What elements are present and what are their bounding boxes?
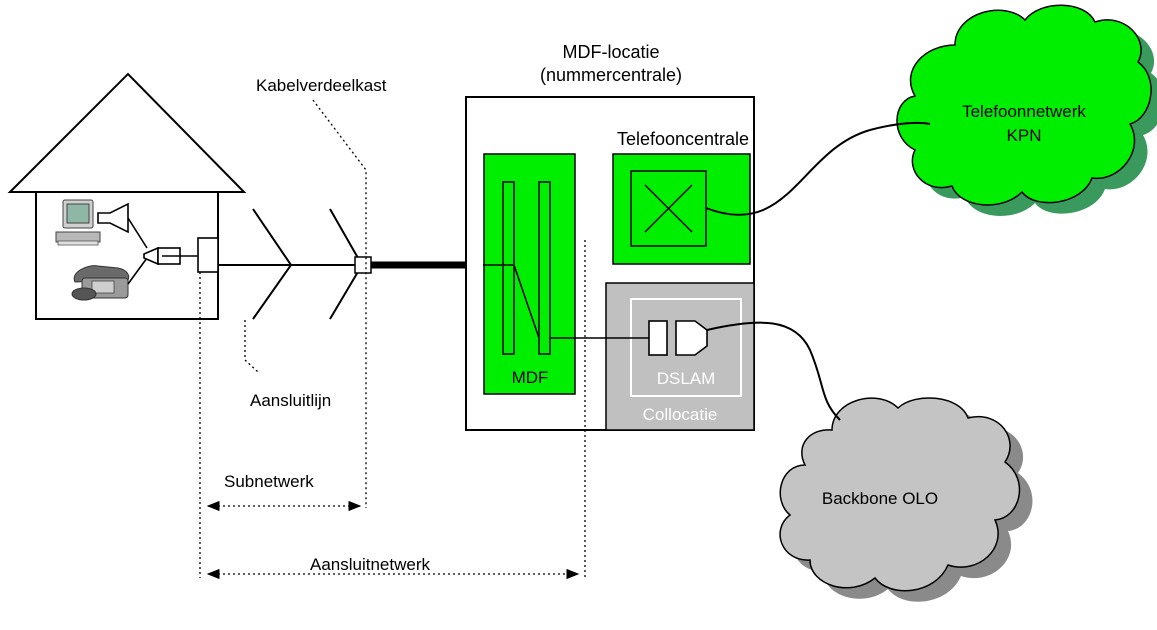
telefoonnetwerk-label: Telefoonnetwerk <box>962 102 1086 121</box>
kabelverdeelkast-label: Kabelverdeelkast <box>256 76 387 95</box>
telefooncentrale-label: Telefooncentrale <box>617 129 749 149</box>
aansluitnetwerk-label: Aansluitnetwerk <box>310 555 431 574</box>
dslam-label: DSLAM <box>657 369 716 388</box>
backbone-link <box>706 321 841 421</box>
mdf-bar-right <box>538 181 551 355</box>
computer-icon <box>55 199 101 246</box>
dslam-box <box>630 298 742 397</box>
collocatie-label: Collocatie <box>643 405 718 424</box>
mdf-box <box>483 153 576 395</box>
mdf-jumper <box>483 264 540 339</box>
switch-x-icon <box>630 170 707 247</box>
backbone-cloud <box>779 397 1033 602</box>
aansluitlijn-leader <box>244 320 259 373</box>
speaker-icon <box>97 202 148 249</box>
mdf-label: MDF <box>512 368 549 387</box>
subnetwerk-label: Subnetwerk <box>224 472 314 491</box>
splitter-icon <box>143 237 219 273</box>
nummercentrale-label: (nummercentrale) <box>540 65 682 85</box>
backbone-label: Backbone OLO <box>822 489 938 508</box>
kabelverdeelkast-box <box>354 256 372 274</box>
phone-cord <box>127 257 148 285</box>
dslam-splitter-icon <box>648 320 708 356</box>
kpn-link <box>705 121 931 216</box>
mdf-locatie-label: MDF-locatie <box>562 42 659 62</box>
telephone-icon <box>71 265 130 301</box>
kpn-label: KPN <box>1007 126 1042 145</box>
telefoonnetwerk-cloud <box>896 4 1157 216</box>
aansluitlijn-label: Aansluitlijn <box>250 391 331 410</box>
mdf-bar-left <box>502 181 515 355</box>
